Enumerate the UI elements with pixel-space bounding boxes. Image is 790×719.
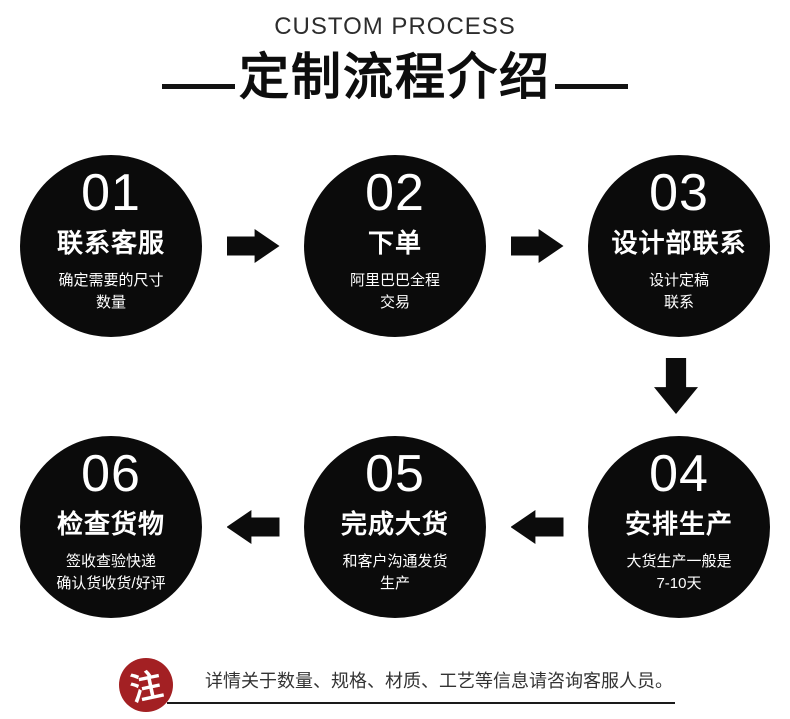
flow-row-top: 01 联系客服 确定需要的尺寸 数量 02 下单 阿里巴巴全程 交易 03 设计…: [0, 155, 790, 337]
step-description: 确定需要的尺寸 数量: [58, 270, 163, 314]
note-badge-label: 注: [127, 666, 166, 708]
step-desc-line: 大货生产一般是: [626, 553, 732, 571]
step-description: 设计定稿 联系: [649, 270, 709, 314]
note-badge: 注: [119, 658, 173, 712]
step-title: 检查货物: [56, 509, 165, 540]
arrow-left-icon: [226, 510, 280, 544]
step-desc-line: 确定需要的尺寸: [58, 272, 164, 290]
note-bar: 注 详情关于数量、规格、材质、工艺等信息请咨询客服人员。: [0, 658, 790, 712]
arrow-down-icon: [654, 358, 698, 414]
step-circle-01: 01 联系客服 确定需要的尺寸 数量: [20, 155, 202, 337]
step-circle-03: 03 设计部联系 设计定稿 联系: [588, 155, 770, 337]
step-desc-line: 数量: [95, 294, 126, 312]
title-dash-right: [555, 83, 628, 89]
step-description: 大货生产一般是 7-10天: [626, 551, 731, 595]
step-number: 02: [365, 164, 425, 222]
step-number: 01: [81, 164, 141, 222]
step-desc-line: 和客户沟通发货: [342, 553, 448, 571]
arrow-left-icon: [510, 510, 564, 544]
step-number: 06: [81, 445, 141, 503]
step-desc-line: 7-10天: [656, 575, 702, 593]
step-title: 下单: [367, 228, 422, 259]
flow-connector-row: [0, 358, 790, 414]
step-description: 和客户沟通发货 生产: [342, 551, 447, 595]
step-title: 设计部联系: [611, 228, 747, 259]
flow-row-bottom: 06 检查货物 签收查验快递 确认货收货/好评 05 完成大货 和客户沟通发货 …: [0, 436, 790, 618]
step-circle-06: 06 检查货物 签收查验快递 确认货收货/好评: [20, 436, 202, 618]
step-description: 签收查验快递 确认货收货/好评: [56, 551, 165, 595]
step-circle-02: 02 下单 阿里巴巴全程 交易: [304, 155, 486, 337]
step-title: 完成大货: [340, 509, 449, 540]
header-subtitle: CUSTOM PROCESS: [274, 13, 516, 40]
step-number: 04: [649, 445, 709, 503]
title-dash-left: [162, 83, 235, 89]
step-desc-line: 确认货收货/好评: [56, 575, 166, 593]
step-description: 阿里巴巴全程 交易: [350, 270, 440, 314]
step-desc-line: 阿里巴巴全程: [349, 272, 440, 290]
step-desc-line: 生产: [379, 575, 410, 593]
step-circle-04: 04 安排生产 大货生产一般是 7-10天: [588, 436, 770, 618]
step-circle-05: 05 完成大货 和客户沟通发货 生产: [304, 436, 486, 618]
page-title-row: 定制流程介绍: [0, 47, 790, 107]
step-title: 联系客服: [56, 228, 165, 259]
step-title: 安排生产: [624, 509, 733, 540]
step-number: 05: [365, 445, 425, 503]
step-desc-line: 设计定稿: [648, 272, 709, 290]
arrow-right-icon: [226, 229, 280, 263]
step-desc-line: 交易: [379, 294, 410, 312]
note-text: 详情关于数量、规格、材质、工艺等信息请咨询客服人员。: [167, 658, 675, 704]
step-desc-line: 联系: [663, 294, 694, 312]
step-desc-line: 签收查验快递: [65, 553, 156, 571]
step-number: 03: [649, 164, 709, 222]
arrow-right-icon: [510, 229, 564, 263]
page-title: 定制流程介绍: [239, 49, 551, 105]
